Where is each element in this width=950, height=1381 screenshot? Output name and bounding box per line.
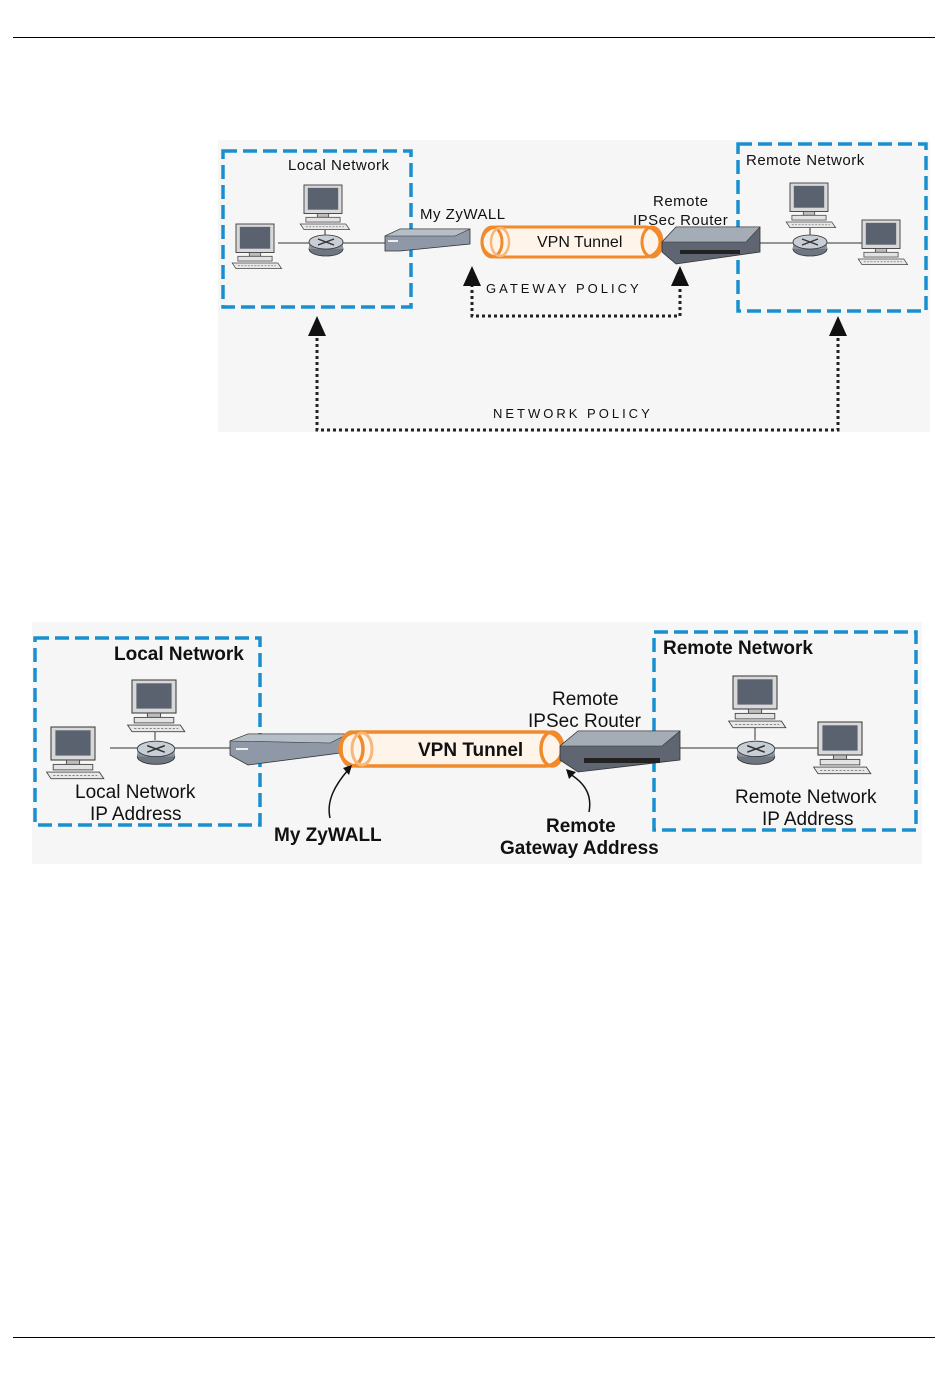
figure1-remote-label-line2: IPSec Router [633,212,728,229]
figure1-remote-label-line1: Remote [653,193,709,210]
figure2-remote-label-line2: IPSec Router [528,711,642,732]
figure1-remote-router-icon [793,235,827,256]
figure1-my-zywall-label: My ZyWALL [420,206,506,223]
figure2-gateway-line2: Gateway Address [500,838,659,859]
figure1-local-network-label: Local Network [288,157,390,174]
figure2-remote-network-label: Remote Network [663,638,813,659]
figure2-local-ip-line1: Local Network [75,782,196,803]
figure1-network-policy-label: NETWORK POLICY [493,406,653,421]
figure2-gateway-line1: Remote [546,816,616,837]
figure2-diagram: Local Network Remote Network Local Netwo… [32,622,922,864]
figure2-local-router-icon [137,741,174,764]
figure1-gateway-policy-label: GATEWAY POLICY [486,281,642,296]
figure2-remote-ip-line2: IP Address [762,809,854,830]
figure2-remote-label-line1: Remote [552,689,619,710]
figure2-remote-router-icon [737,741,774,764]
figure2-my-zywall-label: My ZyWALL [274,825,382,846]
figure1-remote-network-label: Remote Network [746,152,865,169]
figure1-diagram: Local Network Remote Network My ZyWALL V… [218,140,930,432]
figure2-remote-ip-line1: Remote Network [735,787,877,808]
figure2-local-network-label: Local Network [114,644,244,665]
figure1-vpn-tunnel-label: VPN Tunnel [537,234,622,251]
figure1-local-router-icon [309,235,343,256]
figure2-local-ip-line2: IP Address [90,804,182,825]
figure2-vpn-tunnel-label: VPN Tunnel [418,740,523,761]
